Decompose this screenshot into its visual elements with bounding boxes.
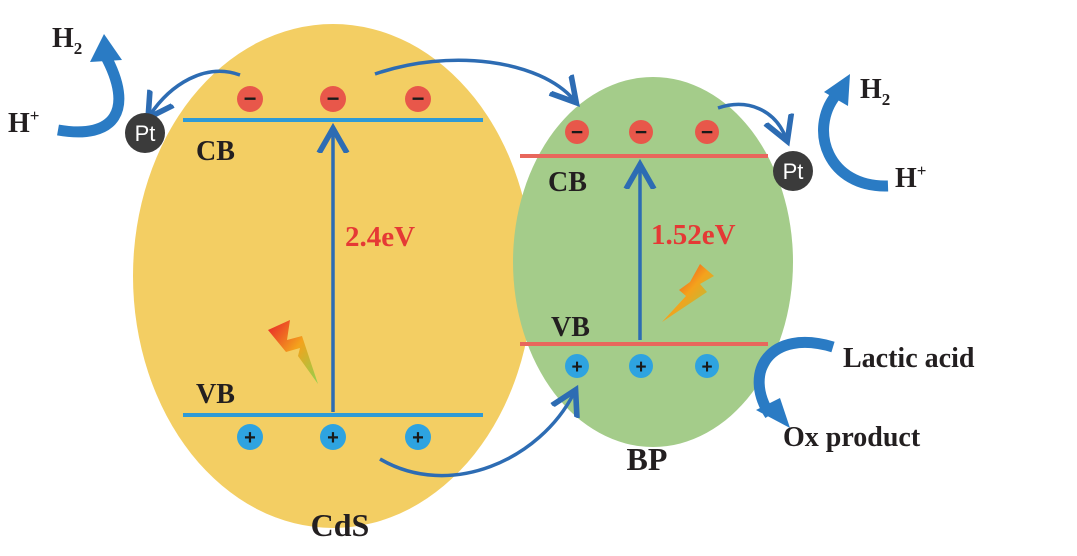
oxidation-arrow (753, 337, 835, 418)
hole-plus-icon: + (695, 354, 719, 378)
bp-particle (513, 77, 793, 447)
bp-holes: + + + (565, 354, 719, 378)
electron-minus-icon: − (405, 86, 431, 112)
pt-cocatalyst-left: Pt (125, 113, 165, 153)
svg-text:+: + (635, 357, 646, 378)
hole-plus-icon: + (629, 354, 653, 378)
hole-plus-icon: + (320, 424, 346, 450)
hole-transfer-arrow (379, 393, 574, 478)
cds-to-pt-arrow (150, 69, 241, 115)
electron-minus-icon: − (629, 120, 653, 144)
svg-text:−: − (412, 86, 425, 111)
cds-holes: + + + (237, 424, 431, 450)
electron-minus-icon: − (237, 86, 263, 112)
bp-electrons: − − − (565, 120, 719, 144)
pt-cocatalyst-right: Pt (773, 151, 813, 191)
left-hplus-label: H+ (8, 106, 39, 139)
right-reduction-arrowhead (824, 74, 850, 106)
svg-text:−: − (327, 86, 340, 111)
svg-text:+: + (412, 427, 424, 449)
svg-text:+: + (571, 357, 582, 378)
svg-text:Pt: Pt (783, 159, 804, 184)
svg-text:−: − (244, 86, 257, 111)
cds-electrons: − − − (237, 86, 431, 112)
lactic-acid-label: Lactic acid (843, 343, 975, 374)
left-h2-label: H2 (52, 23, 82, 58)
cds-band-gap: 2.4eV (345, 221, 415, 253)
bp-name-label: BP (627, 441, 668, 477)
left-reduction-arrow (57, 52, 125, 138)
left-reduction-arrowhead (90, 34, 122, 62)
electron-minus-icon: − (320, 86, 346, 112)
right-reduction-arrow (818, 91, 889, 192)
oxidation-arrowhead (756, 398, 790, 428)
electron-transfer-arrow (374, 58, 574, 100)
svg-text:−: − (571, 121, 583, 144)
cds-vb-label: VB (196, 379, 235, 410)
svg-text:−: − (635, 121, 647, 144)
bp-band-gap: 1.52eV (651, 219, 736, 251)
bp-cb-label: CB (548, 167, 587, 198)
lightning-bolt-icon (662, 264, 714, 322)
cds-cb-label: CB (196, 136, 235, 167)
bp-to-pt-arrow (717, 102, 786, 138)
svg-text:−: − (701, 121, 713, 144)
electron-minus-icon: − (695, 120, 719, 144)
lightning-bolt-icon (268, 320, 318, 384)
svg-text:+: + (327, 427, 339, 449)
svg-text:+: + (244, 427, 256, 449)
hole-plus-icon: + (405, 424, 431, 450)
right-h2-label: H2 (860, 74, 890, 109)
hole-plus-icon: + (237, 424, 263, 450)
svg-text:+: + (701, 357, 712, 378)
svg-text:Pt: Pt (135, 121, 156, 146)
hole-plus-icon: + (565, 354, 589, 378)
right-hplus-label: H+ (895, 161, 926, 194)
ox-product-label: Ox product (783, 422, 921, 453)
cds-name-label: CdS (311, 507, 370, 543)
bp-vb-label: VB (551, 312, 590, 343)
electron-minus-icon: − (565, 120, 589, 144)
